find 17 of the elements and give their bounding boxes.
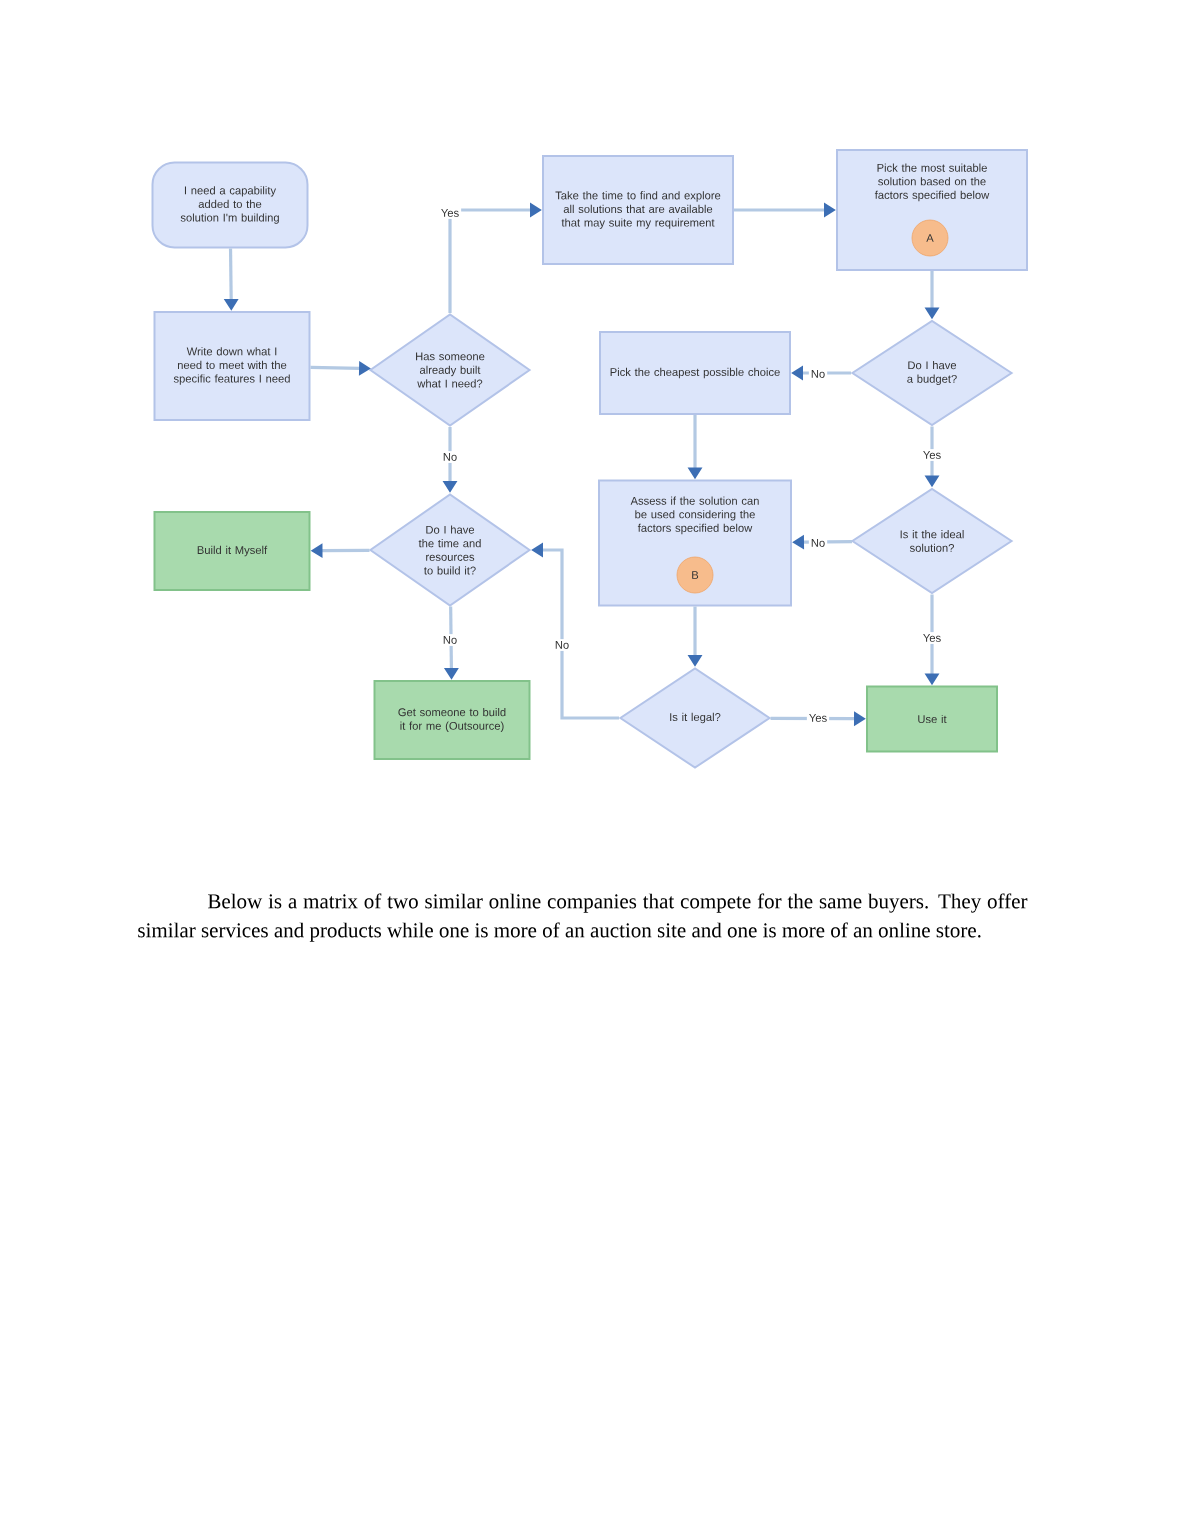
- edge-label: No: [440, 634, 460, 646]
- edge-label: No: [552, 639, 572, 651]
- edge-label: Yes: [438, 207, 462, 219]
- edge-label: Yes: [920, 449, 944, 461]
- edge-label: Yes: [806, 712, 830, 724]
- end-box: Get someone to build it for me (Outsource): [373, 680, 531, 760]
- process-box: Write down what I need to meet with the specific features I need: [153, 311, 311, 421]
- process-box: Take the time to find and explore all solutions that are available that may suite my requirement: [542, 155, 734, 265]
- process-box: Pick the cheapest possible choice: [599, 331, 791, 415]
- edge-label: No: [808, 368, 828, 380]
- paragraph: Below is a matrix of two similar online companies that compete for the same buyers. They offer similar services and products while one is more of an auction site and one is more of an online store.: [138, 893, 1028, 942]
- end-box: Use it: [866, 685, 998, 753]
- edge-label: No: [440, 451, 460, 463]
- start-terminal: I need a capability added to the solution I'm building: [151, 161, 309, 249]
- end-box: Build it Myself: [153, 511, 311, 591]
- edge-label: Yes: [920, 632, 944, 644]
- edge-label: No: [808, 537, 828, 549]
